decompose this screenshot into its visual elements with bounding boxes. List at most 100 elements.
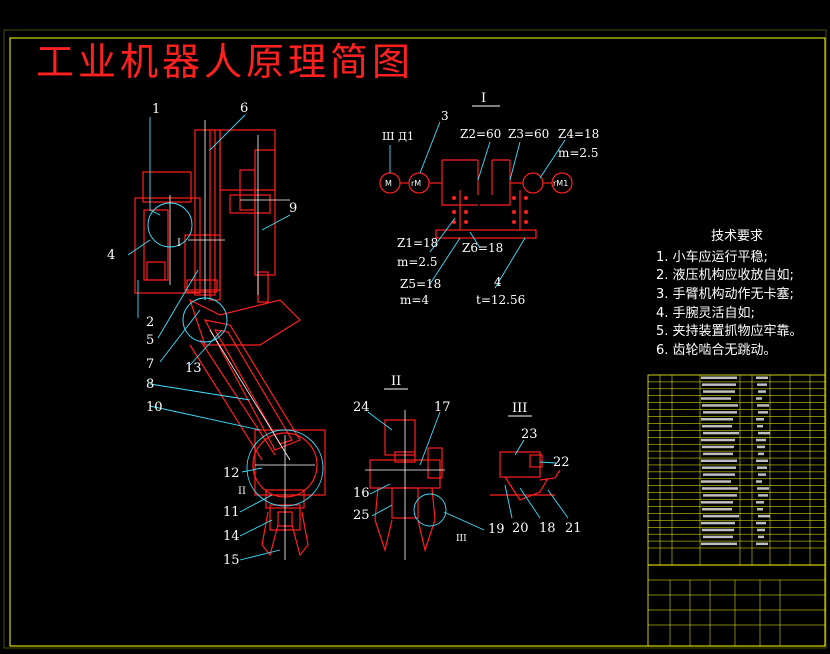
tech-item-6: 6. 齿轮啮合无跳动。 — [656, 343, 777, 358]
cell-mark — [702, 487, 738, 490]
cell-mark — [703, 411, 737, 414]
gear-z1: Z1=18 — [397, 236, 438, 250]
part-labels-view3: 23 22 20 18 21 — [512, 427, 582, 536]
part-label-24: 24 — [353, 400, 370, 415]
view-title-II: II — [391, 374, 401, 389]
motor-M: M — [385, 179, 392, 188]
cell-mark — [702, 424, 732, 428]
cell-mark — [703, 535, 733, 539]
tech-item-4: 4. 手腕灵活自如; — [656, 305, 755, 321]
gear-label-4: 4 — [494, 275, 502, 289]
part-label-12: 12 — [223, 466, 240, 481]
gear-m-left: m=2.5 — [397, 255, 438, 269]
gripper-II-centerlines — [365, 410, 445, 560]
cell-mark — [758, 494, 768, 497]
page-title: 工业机器人原理简图 — [36, 40, 414, 84]
view-title-I: I — [481, 91, 486, 106]
part-label-11: 11 — [223, 505, 240, 520]
robot-center-lines — [169, 120, 315, 560]
tech-item-2: 2. 液压机构应收放自如; — [656, 267, 794, 283]
gear-train-diagram — [379, 159, 573, 239]
view-III-leaders — [504, 439, 569, 519]
cell-mark — [756, 418, 764, 421]
part-label-13: 13 — [185, 361, 202, 376]
gripper-view-II — [369, 419, 443, 553]
view-title-III: III — [512, 401, 527, 416]
cell-mark — [703, 431, 739, 435]
gear-z4: Z4=18 — [558, 127, 599, 141]
gripper-II-leaders — [367, 411, 485, 531]
part-label-20: 20 — [512, 521, 529, 536]
part-label-18: 18 — [539, 521, 556, 536]
gear-z3: Z3=60 — [508, 127, 549, 141]
cell-mark — [757, 383, 767, 386]
cell-mark — [758, 514, 770, 518]
cell-mark — [702, 466, 736, 469]
cell-mark — [701, 376, 737, 379]
gear-labels: Ш Д1 3 Z2=60 Z3=60 Z4=18 m=2.5 Z1=18 Z6=… — [382, 109, 599, 307]
part-label-15: 15 — [223, 553, 240, 568]
part-label-17: 17 — [434, 400, 451, 415]
cell-mark — [703, 514, 739, 518]
part-label-25: 25 — [353, 508, 370, 523]
cell-mark — [757, 487, 769, 490]
gear-code: Ш Д1 — [382, 130, 414, 143]
sheet-outer — [3, 29, 827, 649]
part-label-7: 7 — [146, 357, 154, 372]
part-label-4: 4 — [107, 248, 115, 263]
robot-leader-lines — [127, 114, 324, 561]
cell-mark — [757, 445, 765, 449]
part-label-8: 8 — [146, 377, 154, 392]
robot-main-assembly — [134, 129, 326, 557]
cell-mark — [702, 404, 738, 407]
part-label-22: 22 — [553, 455, 570, 470]
cell-mark — [758, 473, 766, 476]
cell-mark — [757, 424, 763, 428]
cell-mark — [701, 501, 733, 504]
cell-mark — [703, 452, 733, 456]
parts-list-entries — [701, 376, 770, 546]
cell-mark — [758, 411, 768, 414]
gear-bearings — [452, 196, 528, 224]
detail-marker-II: II — [238, 486, 246, 497]
tech-requirements: 技术要求 1. 小车应运行平稳; 2. 液压机构应收放自如; 3. 手臂机构动作… — [656, 229, 803, 358]
part-label-6: 6 — [240, 101, 248, 116]
cell-mark — [703, 473, 735, 476]
cell-mark — [701, 438, 735, 442]
gear-t: t=12.56 — [476, 293, 525, 307]
cell-mark — [756, 480, 762, 483]
cell-mark — [756, 501, 764, 504]
part-label-5: 5 — [146, 333, 154, 348]
tech-item-5: 5. 夹持装置抓物应牢靠。 — [656, 323, 803, 339]
cell-mark — [756, 397, 762, 400]
detail-marker-III: III — [456, 534, 467, 544]
cell-mark — [756, 542, 768, 546]
cell-mark — [756, 521, 766, 525]
part-label-14: 14 — [223, 529, 240, 544]
part-labels-view2: 24 17 16 25 19 — [353, 400, 505, 537]
motor-rM: rM — [411, 179, 421, 188]
cell-mark — [702, 507, 732, 511]
cell-mark — [758, 390, 766, 393]
gear-leaders — [389, 121, 566, 289]
detail-marker-I: I — [177, 238, 181, 249]
cell-mark — [701, 418, 733, 421]
gear-m-right: m=2.5 — [558, 146, 599, 160]
part-label-21: 21 — [565, 521, 582, 536]
cell-mark — [703, 390, 735, 393]
tech-heading: 技术要求 — [711, 229, 763, 244]
cell-mark — [703, 494, 737, 497]
cell-mark — [701, 397, 731, 400]
gear-z6: Z6=18 — [462, 241, 503, 255]
tech-item-1: 1. 小车应运行平稳; — [656, 249, 768, 265]
cell-mark — [701, 459, 737, 463]
cell-mark — [758, 431, 770, 435]
part-label-2: 2 — [146, 315, 154, 330]
cell-mark — [702, 445, 734, 449]
part-labels-main: 1 6 9 4 2 5 7 13 8 10 12 11 14 15 — [107, 101, 297, 568]
sheet-border — [9, 37, 826, 647]
motor-rM1: rM1 — [553, 179, 568, 188]
gear-m4: m=4 — [400, 293, 429, 307]
cell-mark — [756, 376, 768, 379]
